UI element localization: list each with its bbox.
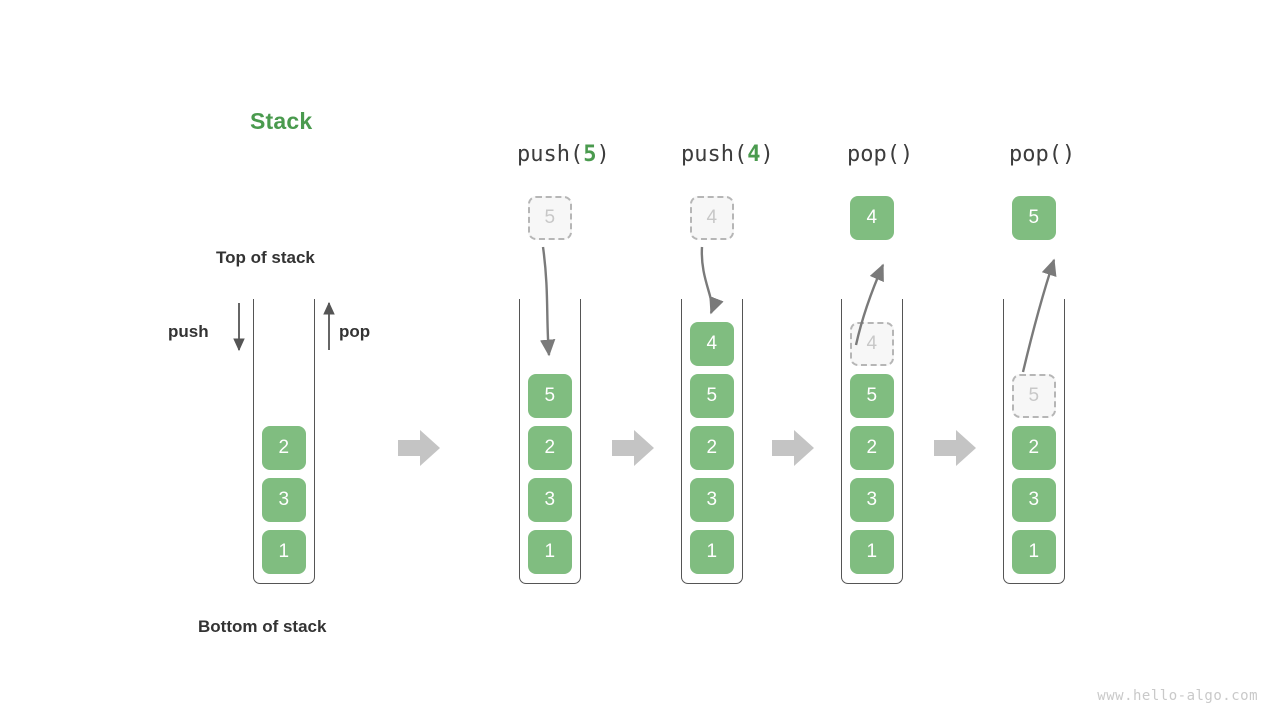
stack-cell-step-4: 2	[1012, 426, 1056, 470]
operation-label-1: push(5)	[517, 142, 610, 167]
stack-cell-initial: 3	[262, 478, 306, 522]
flow-arrow-4	[932, 426, 978, 470]
label-top-of-stack: Top of stack	[216, 248, 315, 267]
label-bottom-of-stack: Bottom of stack	[198, 617, 327, 636]
stack-cell-step-2: 3	[690, 478, 734, 522]
stack-cell-step-1: 1	[528, 530, 572, 574]
stack-cell-step-4: 5	[1012, 374, 1056, 418]
stack-cell-step-3: 5	[850, 374, 894, 418]
stack-cell-step-4: 3	[1012, 478, 1056, 522]
stack-container-step-1	[519, 299, 581, 584]
incoming-element-1: 5	[528, 196, 572, 240]
stack-cell-initial: 2	[262, 426, 306, 470]
operation-label-2: push(4)	[681, 142, 774, 167]
incoming-element-2: 4	[690, 196, 734, 240]
stack-cell-step-3: 4	[850, 322, 894, 366]
stack-container-step-4	[1003, 299, 1065, 584]
stack-container-step-2	[681, 299, 743, 584]
flow-arrow-3	[770, 426, 816, 470]
stack-cell-step-3: 1	[850, 530, 894, 574]
stack-cell-step-2: 2	[690, 426, 734, 470]
stack-container-initial	[253, 299, 315, 584]
stack-container-step-3	[841, 299, 903, 584]
page-title: Stack	[250, 108, 313, 134]
stack-cell-step-2: 1	[690, 530, 734, 574]
label-push: push	[168, 322, 209, 341]
watermark: www.hello-algo.com	[1097, 688, 1258, 704]
flow-arrow-2	[610, 426, 656, 470]
stack-cell-step-1: 5	[528, 374, 572, 418]
stack-cell-step-1: 3	[528, 478, 572, 522]
popped-element-3: 4	[850, 196, 894, 240]
stack-cell-initial: 1	[262, 530, 306, 574]
popped-element-4: 5	[1012, 196, 1056, 240]
stack-cell-step-2: 5	[690, 374, 734, 418]
stack-cell-step-1: 2	[528, 426, 572, 470]
stack-cell-step-3: 2	[850, 426, 894, 470]
operation-label-4: pop()	[1009, 142, 1076, 167]
stack-cell-step-3: 3	[850, 478, 894, 522]
stack-cell-step-2: 4	[690, 322, 734, 366]
label-pop: pop	[339, 322, 371, 341]
flow-arrow-1	[396, 426, 442, 470]
operation-label-3: pop()	[847, 142, 914, 167]
stack-cell-step-4: 1	[1012, 530, 1056, 574]
